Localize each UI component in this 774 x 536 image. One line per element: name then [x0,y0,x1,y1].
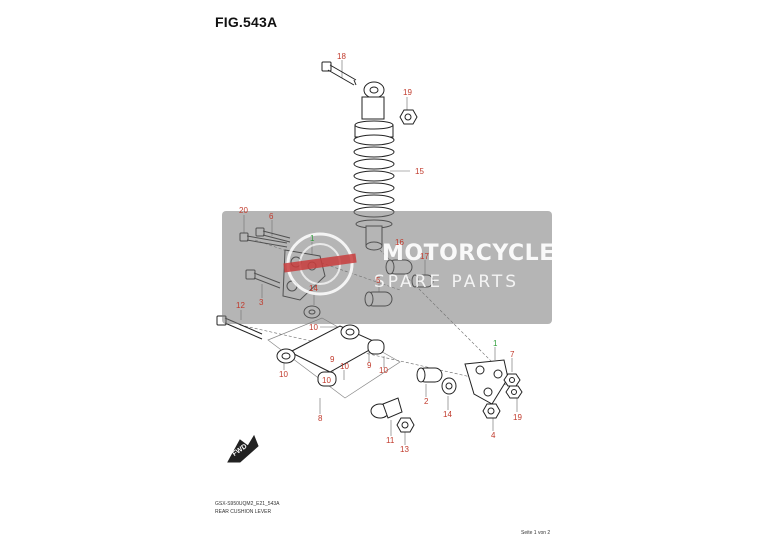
callout-1-upper: 1 [310,234,315,243]
model-code: GSX-S950UQM2_E21_543A [215,501,280,507]
callout-8: 8 [318,414,323,423]
callout-4: 4 [491,431,496,440]
callout-16: 16 [395,238,404,247]
part-2-collar [416,367,443,383]
callout-11: 11 [386,436,395,445]
page-indicator: Seite 1 von 2 [521,530,551,536]
callout-10-b: 10 [279,370,288,379]
callout-1-lower: 1 [493,339,498,348]
part-4-nut [482,403,501,419]
callout-10-d: 10 [379,366,388,375]
part-1-bracket-lower [464,359,509,405]
callout-10-a: 10 [309,323,318,332]
figure-title: FIG.543A [215,14,278,30]
callout-10-c: 10 [340,362,349,371]
part-8-cushion-rod-assy [267,317,401,399]
callout-6: 6 [269,212,274,221]
watermark-logo-icon [283,232,357,296]
callout-2: 2 [424,397,429,406]
part-18-bolt [321,61,357,86]
part-11-bolt [370,397,403,419]
callout-9-b: 9 [367,361,372,370]
callout-19-lower: 19 [513,413,522,422]
diagram-caption: REAR CUSHION LEVER [215,509,272,515]
callout-12: 12 [236,301,245,310]
part-14-washer-lower [441,377,457,395]
fwd-arrow-icon [227,434,259,463]
callout-3: 3 [259,298,264,307]
callout-14-lower: 14 [443,410,452,419]
part-13-nut [396,417,415,433]
watermark-line2: SPARE PARTS [374,272,520,292]
callout-15: 15 [415,167,424,176]
callout-19: 19 [403,88,412,97]
callout-9-a: 9 [330,355,335,364]
watermark-band [222,211,552,324]
callout-10-e: 10 [322,376,331,385]
callout-17: 17 [420,252,429,261]
part-7-nut [503,373,521,387]
callout-20: 20 [239,206,248,215]
callout-7: 7 [510,350,515,359]
callout-14-upper: 14 [309,284,318,293]
callout-13: 13 [400,445,409,454]
callout-18: 18 [337,52,346,61]
watermark-line1: MOTORCYCLE [382,241,555,266]
part-19-nut [399,109,418,125]
part-19-nut-lower [505,385,523,399]
callout-5: 5 [376,276,381,285]
